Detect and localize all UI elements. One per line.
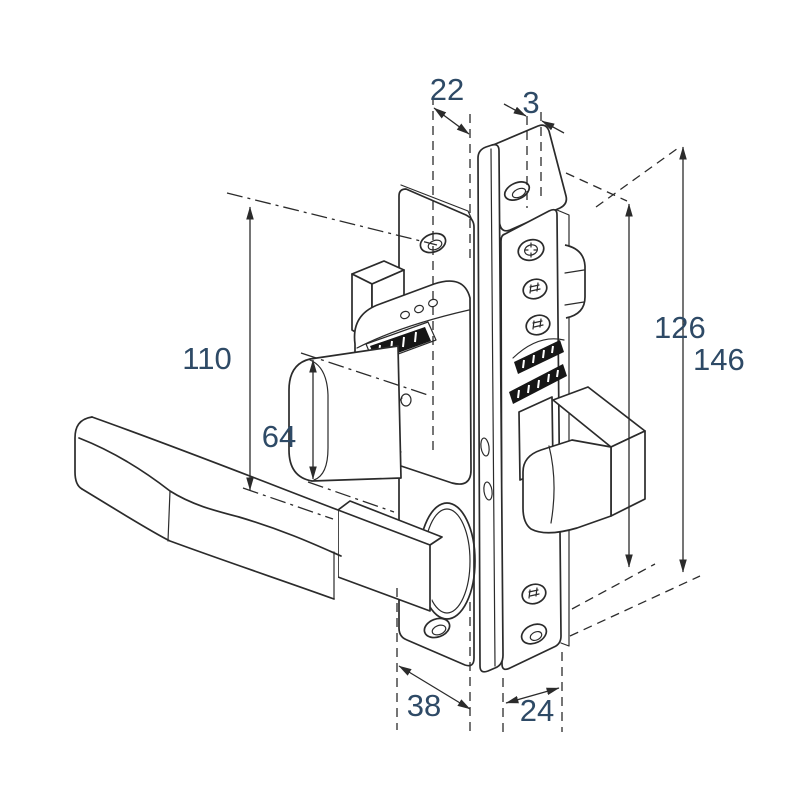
centerline: [307, 481, 395, 513]
dimension-line-38: [398, 665, 471, 710]
dimension-line-3a: [503, 103, 527, 117]
indicator-dot: [414, 304, 424, 314]
screw-head: [525, 314, 551, 336]
case-plate-thickness: [556, 209, 570, 647]
extension-line: [571, 563, 656, 610]
tab-screw-hole: [503, 181, 531, 201]
dimension-label-38: 38: [407, 688, 441, 723]
dimensioning: 22 3 110 64 126 146 38 24: [182, 72, 745, 737]
thumbturn-knob: [288, 345, 402, 482]
dimension-line-24: [505, 687, 560, 704]
extension-line: [569, 575, 701, 637]
hub-bracket: [564, 244, 586, 319]
lever-neck: [337, 500, 443, 612]
dimension-label-3: 3: [522, 85, 539, 120]
plate-screw-hole: [423, 617, 451, 639]
brand-label: [509, 338, 567, 404]
dimension-label-146: 146: [693, 342, 745, 377]
screw-head: [522, 278, 548, 300]
dimension-label-64: 64: [262, 419, 296, 454]
dimension-label-24: 24: [520, 693, 554, 728]
escutcheon-assembly: [74, 184, 476, 667]
lock-case-assembly: [477, 124, 646, 673]
dimension-label-110: 110: [182, 341, 231, 376]
dimension-line-3b: [541, 120, 565, 134]
dimension-label-126: 126: [654, 310, 706, 345]
tab-screw-hole-inner: [511, 187, 527, 199]
faceplate-slot: [480, 437, 490, 457]
centerline: [226, 192, 438, 246]
plate-screw-hole: [419, 232, 447, 254]
latch-bolt: [522, 386, 646, 534]
boss-hole: [400, 393, 412, 407]
indicator-dot: [400, 310, 410, 320]
lever-handle: [74, 416, 342, 600]
case-plate: [500, 208, 562, 671]
faceplate-slot: [483, 481, 493, 501]
extension-line: [595, 145, 682, 208]
dimension-line-22: [433, 107, 470, 135]
indicator-dot: [428, 298, 438, 308]
faceplate: [477, 143, 504, 673]
centerline: [300, 352, 429, 396]
extension-line: [565, 172, 628, 202]
screw-head: [520, 623, 548, 645]
dimension-label-22: 22: [430, 72, 464, 107]
centerline: [242, 487, 334, 520]
screw-head: [521, 583, 547, 605]
screw-head: [517, 238, 545, 262]
